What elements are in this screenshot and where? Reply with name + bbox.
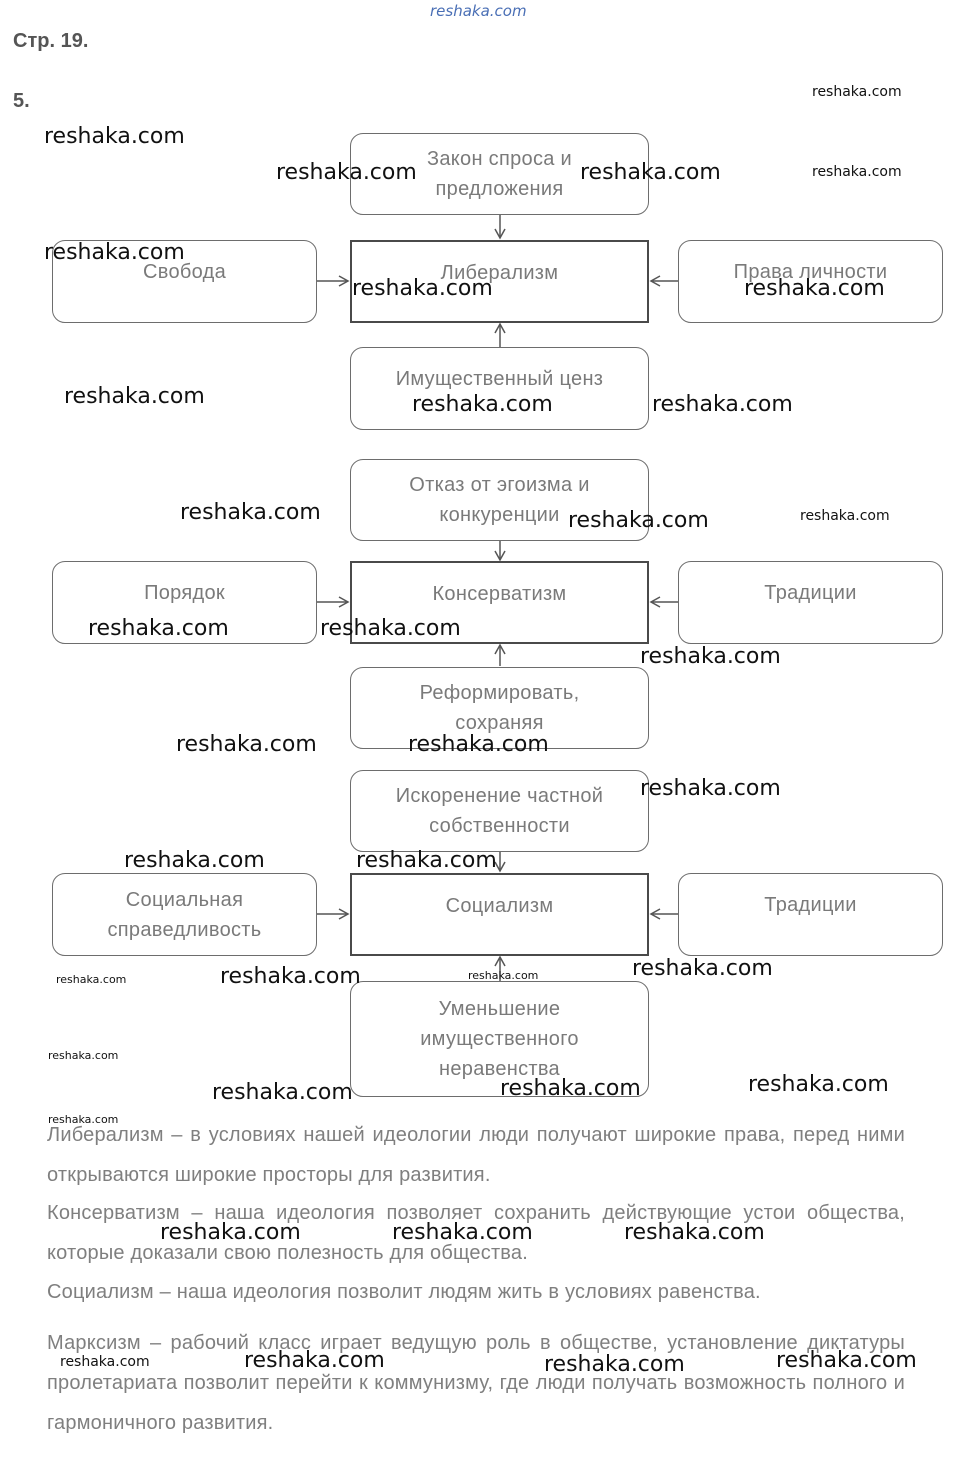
watermark: reshaka.com: [412, 392, 553, 417]
watermark: reshaka.com: [320, 616, 461, 641]
socialism-left-box: Социальная справедливость: [52, 873, 317, 956]
socialism-top-box: Искоренение частной собственности: [350, 770, 649, 852]
watermark: reshaka.com: [44, 124, 185, 149]
watermark: reshaka.com: [640, 776, 781, 801]
watermark: reshaka.com: [408, 732, 549, 757]
conservatism-center-box: Консерватизм: [350, 561, 649, 644]
liberalism-right-box: Права личности: [678, 240, 943, 323]
watermark: reshaka.com: [500, 1076, 641, 1101]
watermark: reshaka.com: [160, 1220, 301, 1245]
watermark: reshaka.com: [176, 732, 317, 757]
liberalism-top-box: Закон спроса и предложения: [350, 133, 649, 215]
watermark: reshaka.com: [652, 392, 793, 417]
watermark: reshaka.com: [812, 164, 902, 180]
paragraph-marxism: Марксизм – рабочий класс играет ведущую …: [47, 1332, 905, 1434]
watermark: reshaka.com: [124, 848, 265, 873]
watermark: reshaka.com: [392, 1220, 533, 1245]
liberalism-center-box: Либерализм: [350, 240, 649, 323]
watermark: reshaka.com: [88, 616, 229, 641]
conservatism-bottom-box: Реформировать, сохраняя: [350, 667, 649, 749]
watermark: reshaka.com: [48, 1049, 119, 1062]
conservatism-left-box: Порядок: [52, 561, 317, 644]
watermark: reshaka.com: [180, 500, 321, 525]
watermark: reshaka.com: [468, 969, 539, 982]
paragraph-conservatism: Консерватизм – наша идеология позволяет …: [47, 1202, 905, 1264]
watermark: reshaka.com: [812, 84, 902, 100]
watermark: reshaka.com: [220, 964, 361, 989]
watermark: reshaka.com: [276, 160, 417, 185]
watermark: reshaka.com: [744, 276, 885, 301]
liberalism-bottom-box: Имущественный ценз: [350, 347, 649, 430]
socialism-center-box: Социализм: [350, 873, 649, 956]
site-link[interactable]: reshaka.com: [430, 2, 527, 20]
task-number: 5.: [13, 90, 30, 112]
conservatism-right-box: Традиции: [678, 561, 943, 644]
watermark: reshaka.com: [244, 1348, 385, 1373]
socialism-bottom-box: Уменьшение имущественного неравенства: [350, 981, 649, 1097]
watermark: reshaka.com: [640, 644, 781, 669]
watermark: reshaka.com: [356, 848, 497, 873]
paragraph-liberalism: Либерализм – в условиях нашей идеологии …: [47, 1124, 905, 1186]
watermark: reshaka.com: [212, 1080, 353, 1105]
watermark: reshaka.com: [48, 1113, 119, 1126]
watermark: reshaka.com: [632, 956, 773, 981]
watermark: reshaka.com: [568, 508, 709, 533]
watermark: reshaka.com: [352, 276, 493, 301]
watermark: reshaka.com: [60, 1354, 150, 1370]
socialism-right-box: Традиции: [678, 873, 943, 956]
watermark: reshaka.com: [624, 1220, 765, 1245]
watermark: reshaka.com: [56, 973, 127, 986]
watermark: reshaka.com: [44, 240, 185, 265]
page-number: Стр. 19.: [13, 30, 89, 52]
watermark: reshaka.com: [580, 160, 721, 185]
watermark: reshaka.com: [748, 1072, 889, 1097]
conservatism-top-box: Отказ от эгоизма и конкуренции: [350, 459, 649, 541]
watermark: reshaka.com: [776, 1348, 917, 1373]
paragraph-socialism: Социализм – наша идеология позволит людя…: [47, 1281, 761, 1303]
liberalism-left-box: Свобода: [52, 240, 317, 323]
watermark: reshaka.com: [544, 1352, 685, 1377]
watermark: reshaka.com: [800, 508, 890, 524]
watermark: reshaka.com: [64, 384, 205, 409]
